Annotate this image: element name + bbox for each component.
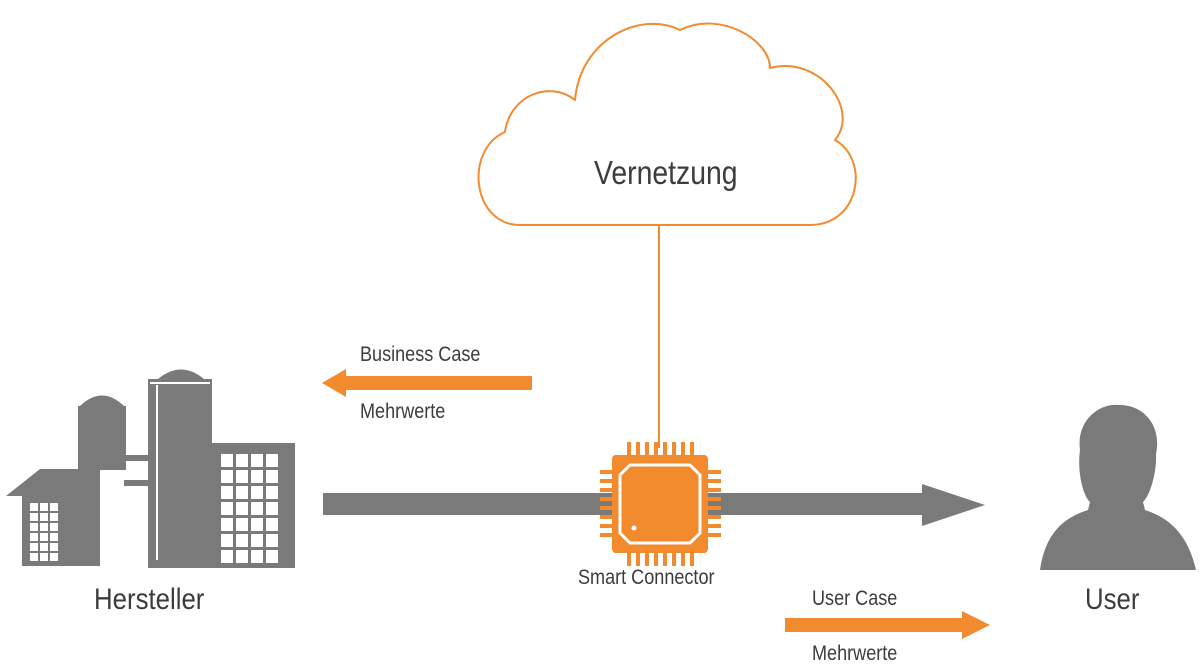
connector-label: Smart Connector	[578, 566, 715, 589]
user-case-arrowhead	[962, 611, 990, 639]
manufacturer-label: Hersteller	[94, 583, 205, 616]
factory-windows-left	[30, 503, 58, 561]
business-case-label: Business Case	[360, 343, 481, 366]
user-case-label: User Case	[812, 587, 898, 610]
main-flow-arrowhead	[922, 484, 985, 526]
cloud-label: Vernetzung	[594, 154, 738, 191]
user-case-arrow-shaft	[785, 618, 965, 632]
user-icon	[1040, 404, 1196, 570]
business-case-arrowhead	[322, 369, 346, 397]
business-case-arrow-shaft	[342, 376, 532, 390]
factory-windows-right	[221, 454, 278, 563]
chip-icon	[600, 442, 721, 566]
user-label: User	[1085, 583, 1140, 616]
cloud-icon	[477, 22, 857, 226]
user-value-label: Mehrwerte	[812, 642, 898, 665]
business-value-label: Mehrwerte	[360, 400, 446, 423]
